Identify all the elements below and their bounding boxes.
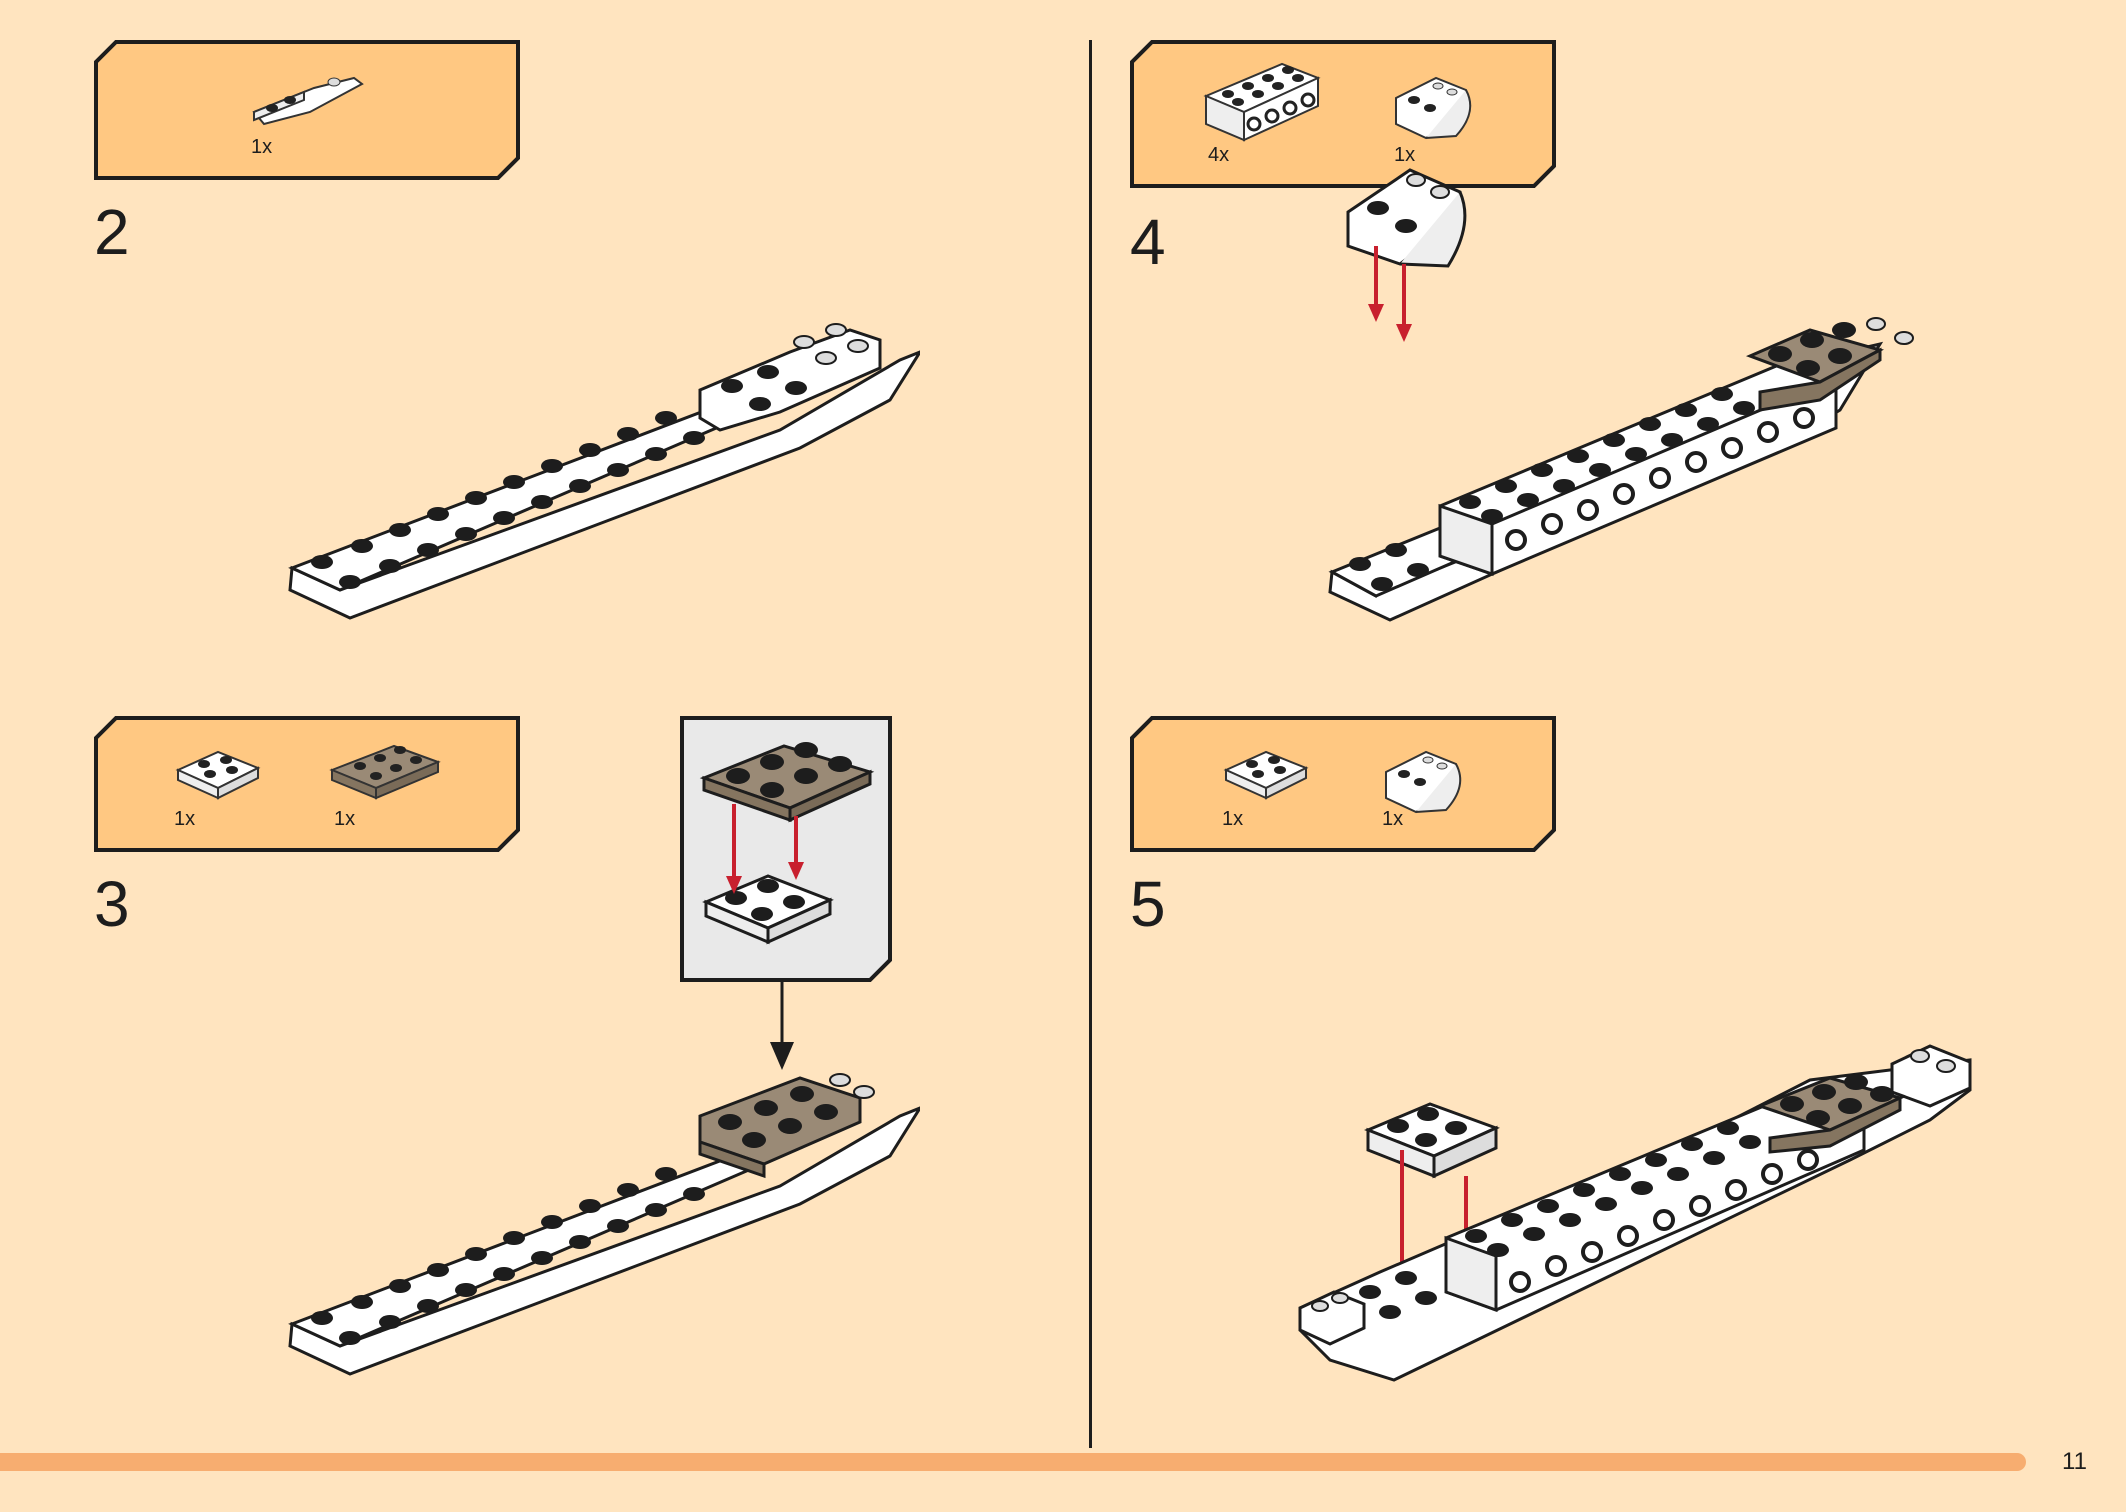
parts-box-frame [1130, 40, 1556, 188]
part-qty: 1x [1382, 808, 1404, 830]
callout-pointer-arrow [770, 980, 794, 1070]
white-2x2-curved-slope-icon [1385, 750, 1462, 814]
page-number: 11 [2062, 1448, 2087, 1475]
step-5-model [1298, 1044, 1972, 1382]
parts-box-step-5: 1x 1x [1130, 716, 1556, 852]
parts-box-step-2: 1x [94, 40, 520, 180]
part-qty: 1x [334, 808, 356, 830]
white-2x2-plate-icon [175, 750, 261, 800]
tan-2x3-plate-icon [329, 744, 441, 800]
part-qty: 1x [251, 136, 273, 158]
step-number: 4 [1130, 206, 1166, 278]
parts-box-step-4: 4x 1x [1130, 40, 1556, 188]
parts-box-step-3: 1x 1x [94, 716, 520, 852]
white-1x3-inverted-slope-icon [252, 76, 364, 126]
white-2x2-curved-slope-icon [1395, 76, 1472, 140]
step-number: 5 [1130, 868, 1166, 940]
parts-box-frame [1130, 716, 1556, 852]
part-qty: 1x [174, 808, 196, 830]
step-4-model [1328, 168, 1914, 622]
part-qty: 1x [1222, 808, 1244, 830]
footer-accent-bar [0, 1453, 2026, 1471]
parts-box-frame [94, 716, 520, 852]
part-qty: 4x [1208, 144, 1230, 166]
white-1x4-technic-brick-icon [1203, 62, 1321, 142]
step-2-model [288, 323, 920, 620]
part-qty: 1x [1394, 144, 1416, 166]
step-number: 3 [94, 868, 130, 940]
step-number: 2 [94, 196, 130, 268]
white-2x2-plate-icon [1223, 750, 1309, 800]
sub-assembly-callout [680, 716, 892, 982]
page-divider [1089, 40, 1092, 1448]
step-3-model [288, 1073, 920, 1376]
